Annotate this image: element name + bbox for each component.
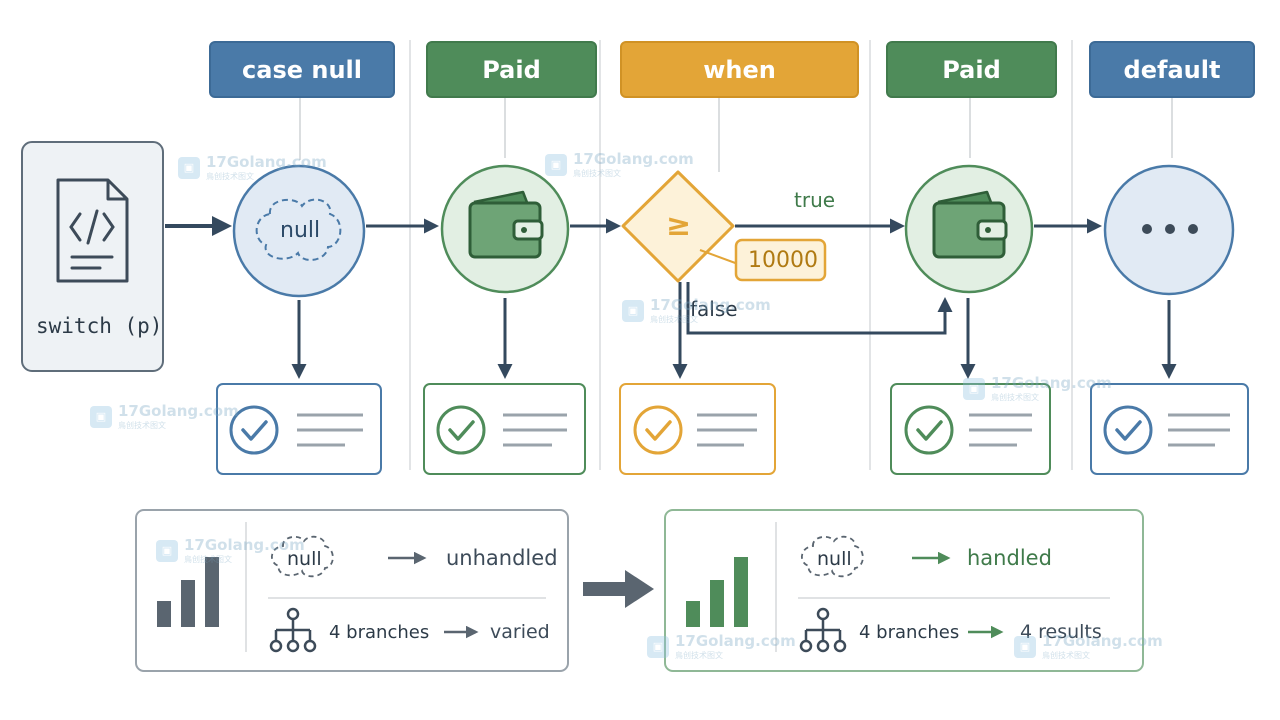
- after-branches-label: 4 branches: [859, 622, 960, 643]
- when-condition-node: [621, 170, 735, 283]
- before-branches-result: varied: [490, 621, 550, 643]
- header-paid-2: Paid: [886, 41, 1057, 98]
- result-card-5: [1090, 383, 1249, 475]
- result-card-3: [619, 383, 776, 475]
- null-cloud-icon: [271, 535, 334, 578]
- check-icon: [1103, 405, 1153, 455]
- default-node: [1103, 164, 1235, 296]
- threshold-callout: [734, 238, 827, 282]
- branch-false-label: false: [690, 297, 738, 321]
- wallet-node-1: [440, 164, 570, 294]
- check-icon: [904, 405, 954, 455]
- switch-label: switch (p): [36, 314, 163, 338]
- after-null-label: null: [817, 548, 852, 570]
- null-label: null: [280, 218, 321, 243]
- ge-symbol: ≥: [666, 208, 692, 243]
- header-default: default: [1089, 41, 1255, 98]
- after-panel: [664, 509, 1144, 672]
- more-dots-icon: [1142, 224, 1198, 234]
- header-case-null: case null: [209, 41, 395, 98]
- result-card-2: [423, 383, 586, 475]
- before-branches-label: 4 branches: [329, 622, 430, 643]
- check-icon: [633, 405, 683, 455]
- bar-chart-icon: [686, 557, 748, 627]
- bar-chart-icon: [157, 557, 219, 627]
- transition-arrow: [583, 570, 654, 608]
- check-icon: [436, 405, 486, 455]
- wallet-node-2: [904, 164, 1034, 294]
- branch-true-label: true: [794, 188, 836, 212]
- before-null-label: null: [287, 548, 322, 570]
- before-panel: [135, 509, 569, 672]
- code-file-icon: [56, 178, 129, 283]
- header-paid-1: Paid: [426, 41, 597, 98]
- header-when: when: [620, 41, 859, 98]
- wallet-icon: [932, 190, 1008, 259]
- branch-tree-icon: [269, 607, 317, 653]
- after-null-result: handled: [967, 546, 1052, 570]
- threshold-value: 10000: [748, 248, 818, 273]
- branch-tree-icon: [799, 607, 847, 653]
- switch-node: [21, 141, 164, 372]
- after-branches-result: 4 results: [1020, 621, 1102, 643]
- null-node: [232, 164, 366, 298]
- null-cloud-icon: [801, 535, 864, 578]
- result-card-4: [890, 383, 1051, 475]
- before-null-result: unhandled: [446, 546, 558, 570]
- wallet-icon: [468, 190, 544, 259]
- check-icon: [229, 405, 279, 455]
- result-card-1: [216, 383, 382, 475]
